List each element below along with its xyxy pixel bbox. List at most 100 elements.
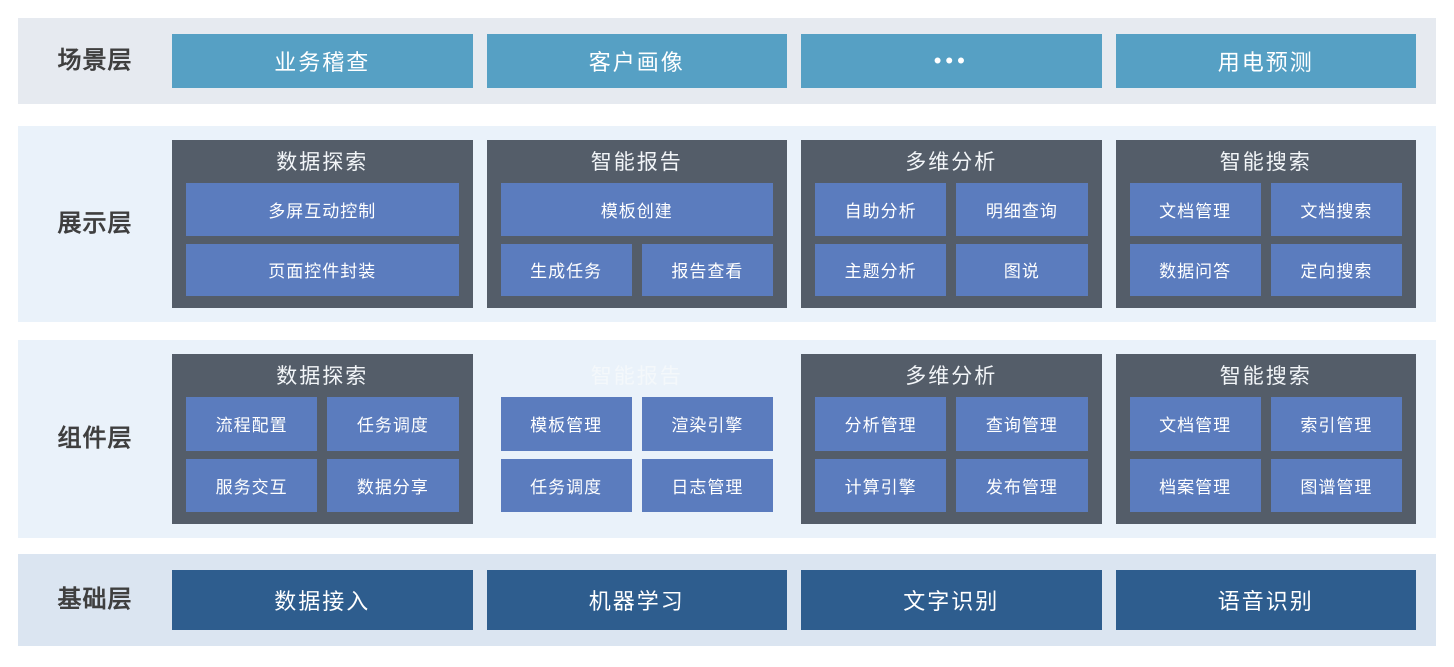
layer-band-scene: 场景层 业务稽查客户画像 ••• 用电预测 [18,18,1436,104]
chip-row: 模板管理 渲染引擎 [500,397,773,451]
layer-label-component: 组件层 [57,424,133,452]
chip-component-3-2-1[interactable]: 计算引擎 [815,458,947,512]
chip-display-4-2-1[interactable]: 数据问答 [1129,243,1261,296]
group-card-component-4[interactable]: 智能搜索文档管理 索引管理档案管理 图谱管理 [1115,354,1416,524]
chip-label: 计算引擎 [844,477,917,497]
chip-label: 明细查询 [985,201,1058,221]
chip-display-3-1-2[interactable]: 明细查询 [956,183,1088,236]
chip-row: 服务交互数据分享 [186,458,459,512]
chip-label: 图说 [1003,262,1040,282]
group-title: 智能搜索 [1219,365,1312,388]
chip-display-1-1-1[interactable]: 多屏互动控制 [186,183,459,236]
group-body: 模板管理 渲染引擎任务调度 日志管理 [500,397,773,512]
chip-label: 数据问答 [1159,262,1232,282]
chip-component-2-1-1[interactable]: 模板管理 [500,397,632,451]
layer-band-component: 组件层数据探索流程配置任务调度服务交互数据分享智能报告模板管理渲染引擎任务调度日… [18,340,1436,538]
tile-label: 用电预测 [1217,50,1314,75]
chip-row: 模板创建 [500,183,773,236]
group-card-display-1[interactable]: 数据探索多屏互动控制页面控件封装 [172,140,473,308]
chip-display-4-1-1[interactable]: 文档管理 [1129,183,1261,236]
tile-base-3[interactable]: 文字识别 [801,570,1102,630]
chip-label: 任务调度 [356,416,429,436]
chip-component-3-1-2[interactable]: 查询管理 [956,397,1088,451]
chip-row: 计算引擎 发布管理 [815,458,1088,512]
tile-label: 机器学习 [588,589,685,614]
chip-component-1-2-1[interactable]: 服务交互 [186,458,318,512]
group-card-component-1[interactable]: 数据探索流程配置任务调度服务交互数据分享 [172,354,473,524]
chip-row: 文档管理 索引管理 [1129,397,1402,451]
group-body: 流程配置 任务调度服务交互数据分享 [186,397,459,512]
group-title: 数据探索 [276,151,369,174]
group-card-display-3[interactable]: 多维分析自助分析 明细查询主题分析 图说 [801,140,1102,308]
layer-label-scene: 场景层 [57,46,133,74]
tile-base-2[interactable]: 机器学习 [486,570,787,630]
layer-cards-component: 数据探索流程配置任务调度服务交互数据分享智能报告模板管理渲染引擎任务调度日志管理… [172,340,1436,538]
tile-label: 文字识别 [903,589,1000,614]
chip-display-2-2-1[interactable]: 生成任务 [500,243,632,296]
chip-component-1-2-2[interactable]: 数据分享 [327,458,459,512]
chip-label: 定向搜索 [1300,262,1373,282]
chip-label: 发布管理 [985,477,1058,497]
chip-display-2-2-2[interactable]: 报告查看 [641,243,773,296]
chip-label: 文档搜索 [1300,201,1373,221]
chip-display-3-2-1[interactable]: 主题分析 [815,243,947,296]
tile-base-1[interactable]: 数据接入 [172,570,473,630]
chip-label: 查询管理 [985,416,1058,436]
chip-row: 多屏互动控制 [186,183,459,236]
group-card-display-2[interactable]: 智能报告模板创建生成任务报告查看 [486,140,787,308]
layer-label-display: 展示层 [57,209,133,237]
group-title: 多维分析 [905,151,998,174]
chip-display-4-1-2[interactable]: 文档搜索 [1270,183,1402,236]
chip-component-2-2-1[interactable]: 任务调度 [500,458,632,512]
chip-component-4-1-2[interactable]: 索引管理 [1270,397,1402,451]
chip-label: 分析管理 [844,416,917,436]
chip-component-4-2-2[interactable]: 图谱管理 [1270,458,1402,512]
group-body: 文档管理 文档搜索数据问答 定向搜索 [1129,183,1402,296]
tile-more-scene[interactable]: ••• [801,34,1102,88]
chip-label: 主题分析 [844,262,917,282]
chip-display-1-2-1[interactable]: 页面控件封装 [186,243,459,296]
chip-component-1-1-2[interactable]: 任务调度 [327,397,459,451]
chip-row: 文档管理 文档搜索 [1129,183,1402,236]
tile-scene-2[interactable]: 客户画像 [486,34,787,88]
chip-label: 图谱管理 [1300,477,1373,497]
chip-component-3-2-2[interactable]: 发布管理 [956,458,1088,512]
chip-component-4-1-1[interactable]: 文档管理 [1129,397,1261,451]
chip-display-4-2-2[interactable]: 定向搜索 [1270,243,1402,296]
chip-label: 文档管理 [1159,201,1232,221]
chip-component-1-1-1[interactable]: 流程配置 [186,397,318,451]
chip-component-3-1-1[interactable]: 分析管理 [815,397,947,451]
chip-row: 分析管理 查询管理 [815,397,1088,451]
chip-component-2-1-2[interactable]: 渲染引擎 [641,397,773,451]
chip-label: 文档管理 [1159,416,1232,436]
chip-label: 日志管理 [671,477,744,497]
tile-scene-4[interactable]: 用电预测 [1115,34,1416,88]
chip-row: 流程配置 任务调度 [186,397,459,451]
layer-band-display: 展示层数据探索多屏互动控制页面控件封装智能报告模板创建生成任务报告查看多维分析自… [18,126,1436,322]
group-title: 智能搜索 [1219,151,1312,174]
chip-display-3-1-1[interactable]: 自助分析 [815,183,947,236]
chip-label: 页面控件封装 [268,262,377,282]
chip-label: 模板创建 [600,201,673,221]
chip-display-3-2-2[interactable]: 图说 [956,243,1088,296]
group-body: 文档管理 索引管理档案管理 图谱管理 [1129,397,1402,512]
layer-cards-base: 数据接入 机器学习 文字识别 语音识别 [172,554,1436,646]
chip-component-4-2-1[interactable]: 档案管理 [1129,458,1261,512]
layer-label-base: 基础层 [57,585,133,613]
chip-label: 任务调度 [530,477,603,497]
tile-base-4[interactable]: 语音识别 [1115,570,1416,630]
group-card-component-3[interactable]: 多维分析分析管理查询管理计算引擎发布管理 [801,354,1102,524]
chip-label: 档案管理 [1159,477,1232,497]
group-card-display-4[interactable]: 智能搜索文档管理 文档搜索数据问答 定向搜索 [1115,140,1416,308]
tile-scene-1[interactable]: 业务稽查 [172,34,473,88]
chip-row: 生成任务报告查看 [500,243,773,296]
group-body: 分析管理 查询管理计算引擎 发布管理 [815,397,1088,512]
chip-label: 渲染引擎 [671,416,744,436]
chip-display-2-1-1[interactable]: 模板创建 [500,183,773,236]
group-title: 智能报告 [590,151,683,174]
chip-component-2-2-2[interactable]: 日志管理 [641,458,773,512]
group-card-component-2[interactable]: 智能报告模板管理 渲染引擎任务调度 日志管理 [487,354,788,524]
group-title: 智能报告 [590,365,683,388]
chip-row: 自助分析 明细查询 [815,183,1088,236]
group-body: 自助分析 明细查询主题分析 图说 [815,183,1088,296]
